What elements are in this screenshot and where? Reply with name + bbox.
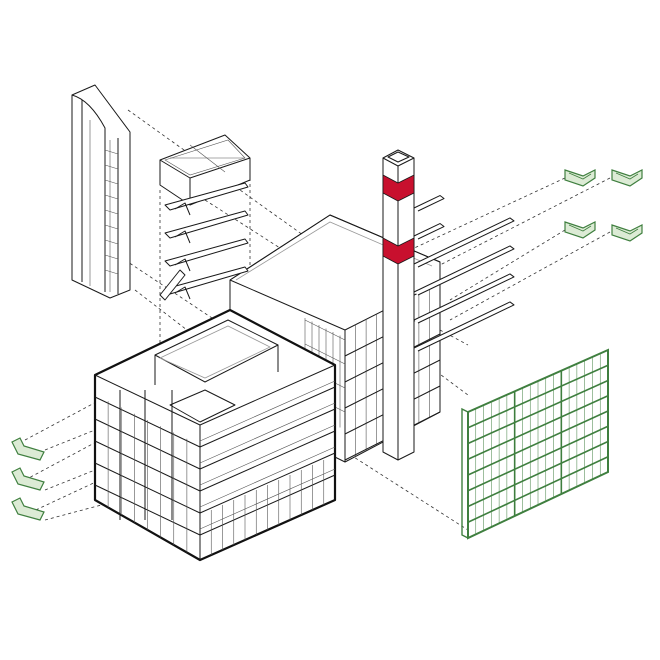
beam xyxy=(413,245,515,296)
beam xyxy=(413,301,515,352)
chimney-red-band xyxy=(382,174,415,202)
exploded-stair-tower xyxy=(71,84,131,299)
balcony xyxy=(11,497,45,521)
exploded-stair-flights xyxy=(159,182,249,301)
chimney-stack xyxy=(382,149,415,461)
exploded-facade-panel xyxy=(461,348,609,540)
front-building-block xyxy=(93,308,337,562)
exploded-balconies xyxy=(11,437,45,521)
exploded-planters xyxy=(564,169,643,242)
beam xyxy=(413,223,445,240)
stair-flight xyxy=(164,238,249,267)
beam xyxy=(413,273,515,324)
balcony xyxy=(11,467,45,491)
stair-flight xyxy=(164,182,249,211)
cantilever-beams xyxy=(413,195,515,352)
stair-flight xyxy=(164,210,249,239)
chimney-red-band xyxy=(382,237,415,265)
balcony xyxy=(11,437,45,461)
beam xyxy=(413,217,515,268)
stair-flight xyxy=(159,269,186,301)
beam xyxy=(413,195,445,212)
